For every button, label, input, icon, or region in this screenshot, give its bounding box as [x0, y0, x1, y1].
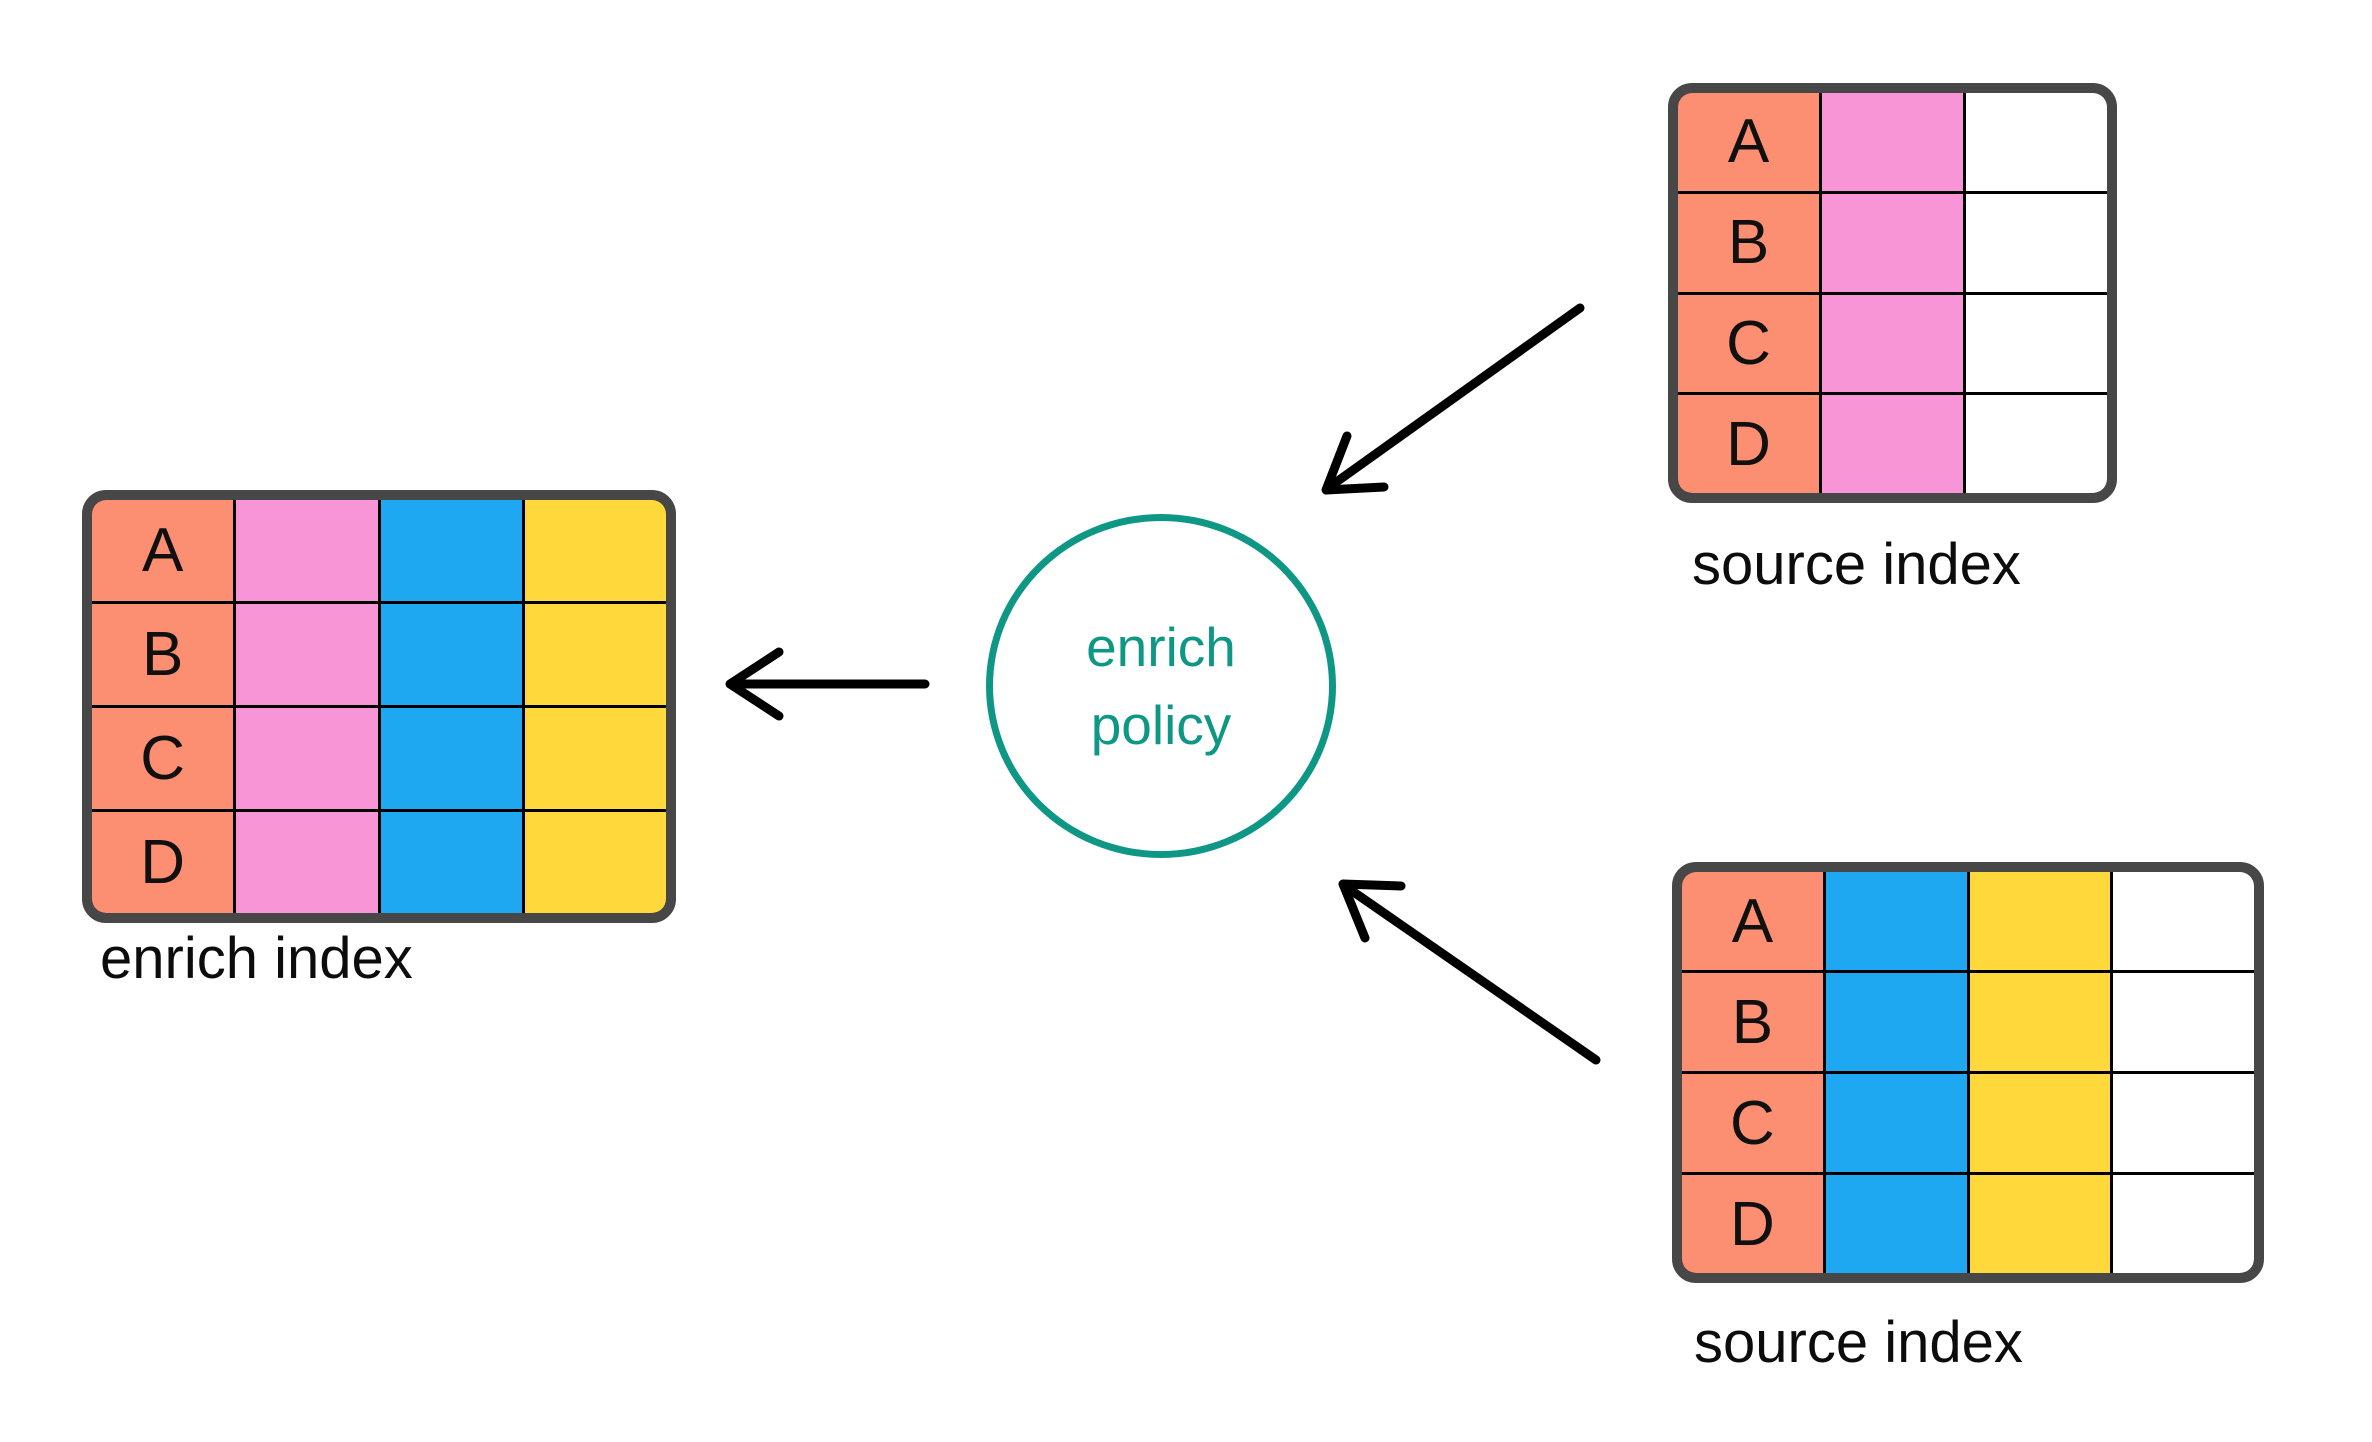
arrow-policy-to-enrich-index	[725, 647, 930, 721]
source_top-cell-r1c2-white	[1966, 193, 2107, 292]
source_bottom-cell-r2c1-blue	[1825, 1074, 1967, 1172]
source_bottom-cell-r1c2-yellow	[1969, 973, 2111, 1071]
source_bottom-cell-r0c0-salmon: A	[1682, 872, 1823, 970]
source_top-cell-r0c2-white	[1966, 93, 2107, 191]
arrow-source-bottom-to-policy	[1338, 879, 1601, 1065]
arrow-source-top-to-policy	[1321, 303, 1585, 495]
enrich-cell-r0c3-yellow	[524, 500, 666, 601]
enrich-cell-r3c1-pink	[236, 812, 378, 913]
enrich-policy-label-line2: policy	[1090, 694, 1232, 756]
source_bottom-cell-r0c2-yellow	[1969, 872, 2111, 970]
source_bottom-cell-r0c3-white	[2113, 872, 2254, 970]
source_top-cell-r0c1-pink	[1822, 93, 1963, 191]
source_top-cell-r1c1-pink	[1822, 193, 1963, 292]
source_bottom-cell-r2c3-white	[2113, 1074, 2254, 1172]
source_bottom-cell-r1c1-blue	[1825, 973, 1967, 1071]
source-index-caption-bottom: source index	[1694, 1310, 2023, 1375]
enrich-index-caption: enrich index	[100, 926, 413, 991]
source_top-cell-r0c0-salmon: A	[1678, 93, 1819, 191]
enrich-cell-r3c0-salmon: D	[92, 812, 234, 913]
source_bottom-cell-r2c2-yellow	[1969, 1074, 2111, 1172]
source_bottom-cell-r3c1-blue	[1825, 1175, 1967, 1273]
enrich-cell-r1c3-yellow	[524, 604, 666, 705]
source_top-cell-r2c2-white	[1966, 294, 2107, 393]
enrich-cell-r3c2-blue	[380, 812, 522, 913]
enrich-cell-r0c1-pink	[236, 500, 378, 601]
source_bottom-cell-r0c1-blue	[1825, 872, 1967, 970]
enrich-cell-r2c0-salmon: C	[92, 708, 234, 809]
source_top-cell-r2c0-salmon: C	[1678, 294, 1819, 393]
enrich-policy-circle: enrich policy	[986, 514, 1336, 858]
enrich-cell-r1c2-blue	[380, 604, 522, 705]
source_top-cell-r1c0-salmon: B	[1678, 193, 1819, 292]
source_top-cell-r3c2-white	[1966, 395, 2107, 493]
source-index-caption-top: source index	[1692, 532, 2021, 597]
enrich-cell-r2c1-pink	[236, 708, 378, 809]
enrich-cell-r0c2-blue	[380, 500, 522, 601]
source_bottom-cell-r3c2-yellow	[1969, 1175, 2111, 1273]
source_bottom-cell-r1c3-white	[2113, 973, 2254, 1071]
source_top-cell-r2c1-pink	[1822, 294, 1963, 393]
source_bottom-cell-r3c3-white	[2113, 1175, 2254, 1273]
enrich-cell-r2c3-yellow	[524, 708, 666, 809]
source_top-cell-r3c1-pink	[1822, 395, 1963, 493]
source_bottom-cell-r3c0-salmon: D	[1682, 1175, 1823, 1273]
source_bottom-cell-r1c0-salmon: B	[1682, 973, 1823, 1071]
enrich-cell-r0c0-salmon: A	[92, 500, 234, 601]
source_top-cell-r3c0-salmon: D	[1678, 395, 1819, 493]
enrich-cell-r1c1-pink	[236, 604, 378, 705]
enrich-policy-label-line1: enrich	[1086, 615, 1236, 678]
source_bottom-cell-r2c0-salmon: C	[1682, 1074, 1823, 1172]
enrich-cell-r1c0-salmon: B	[92, 604, 234, 705]
enrich-cell-r3c3-yellow	[524, 812, 666, 913]
enrich-cell-r2c2-blue	[380, 708, 522, 809]
